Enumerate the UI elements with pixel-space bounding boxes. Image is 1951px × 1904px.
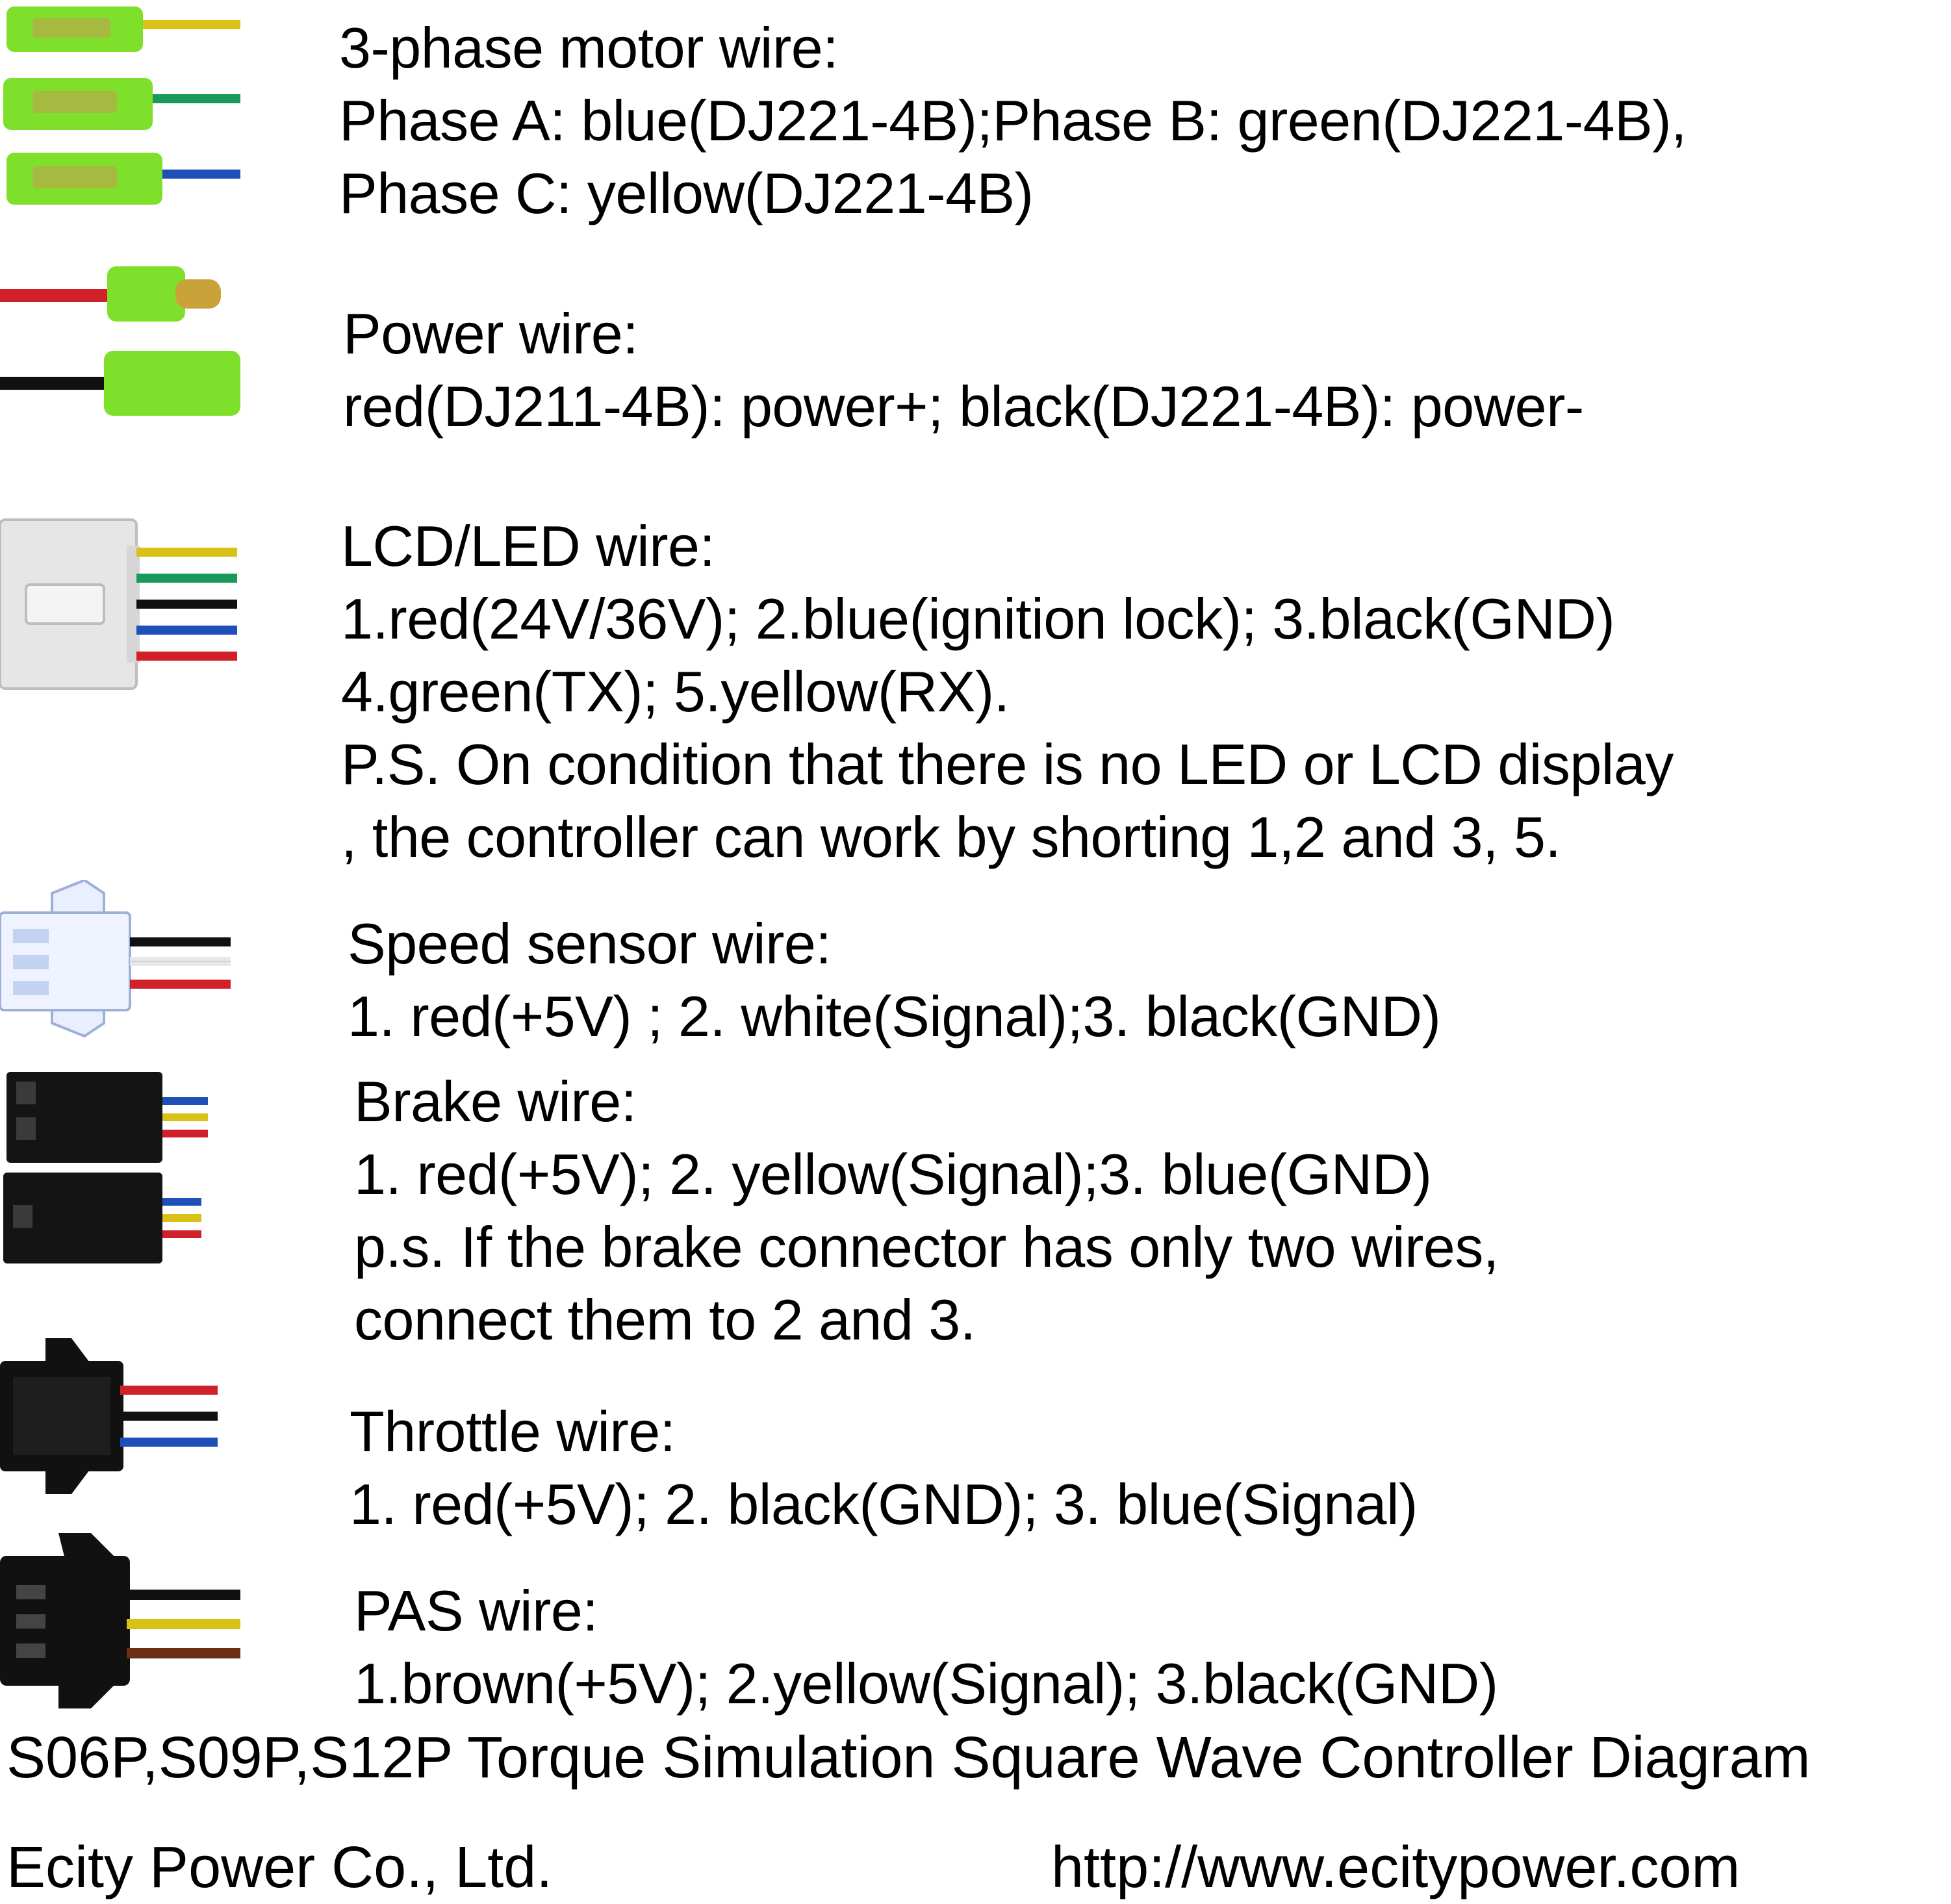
diagram-title: S06P,S09P,S12P Torque Simulation Square … — [6, 1725, 1811, 1790]
brake-wire-line: 1. red(+5V); 2. yellow(Signal);3. blue(G… — [354, 1142, 1432, 1206]
throttle-wire-line: 1. red(+5V); 2. black(GND); 3. blue(Sign… — [350, 1472, 1418, 1536]
speed-sensor-wire-heading: Speed sensor wire: — [348, 911, 832, 976]
motor-wire-line: Phase C: yellow(DJ221-4B) — [339, 161, 1034, 225]
pas-connector-icon — [0, 1533, 240, 1708]
motor-wire-line: Phase A: blue(DJ221-4B);Phase B: green(D… — [339, 88, 1687, 153]
lcd-led-wire-line: 4.green(TX); 5.yellow(RX). — [341, 659, 1010, 724]
power-wire-text: Power wire: red(DJ211-4B): power+; black… — [343, 298, 1584, 443]
throttle-connector-icon — [0, 1338, 218, 1494]
brake-wire-heading: Brake wire: — [354, 1069, 637, 1134]
motor-wire-heading: 3-phase motor wire: — [339, 16, 839, 80]
section-throttle-wire: Throttle wire: 1. red(+5V); 2. black(GND… — [0, 1338, 1951, 1536]
speed-sensor-wire-line: 1. red(+5V) ; 2. white(Signal);3. black(… — [348, 984, 1441, 1048]
pas-wire-line: 1.brown(+5V); 2.yellow(Signal); 3.black(… — [354, 1651, 1498, 1716]
power-wire-line: red(DJ211-4B): power+; black(DJ221-4B): … — [343, 374, 1584, 438]
lcd-led-wire-heading: LCD/LED wire: — [341, 514, 715, 578]
section-speed-sensor-wire: Speed sensor wire: 1. red(+5V) ; 2. whit… — [0, 880, 1951, 1049]
power-wire-heading: Power wire: — [343, 301, 639, 366]
lcd-led-connector-icon — [0, 518, 237, 690]
section-pas-wire: PAS wire: 1.brown(+5V); 2.yellow(Signal)… — [0, 1533, 1951, 1728]
brake-wire-note: connect them to 2 and 3. — [354, 1288, 976, 1352]
section-brake-wire: Brake wire: 1. red(+5V); 2. yellow(Signa… — [0, 1065, 1951, 1352]
lcd-led-wire-line: 1.red(24V/36V); 2.blue(ignition lock); 3… — [341, 587, 1615, 651]
lcd-led-wire-note: P.S. On condition that there is no LED o… — [341, 732, 1674, 796]
speed-sensor-connector-icon — [0, 880, 231, 1038]
throttle-wire-text: Throttle wire: 1. red(+5V); 2. black(GND… — [350, 1395, 1418, 1541]
company-url: http://www.ecitypower.com — [1051, 1835, 1741, 1900]
brake-wire-text: Brake wire: 1. red(+5V); 2. yellow(Signa… — [354, 1065, 1499, 1356]
pas-wire-text: PAS wire: 1.brown(+5V); 2.yellow(Signal)… — [354, 1575, 1498, 1720]
company-name: Ecity Power Co., Ltd. — [6, 1835, 553, 1900]
speed-sensor-wire-text: Speed sensor wire: 1. red(+5V) ; 2. whit… — [348, 908, 1441, 1053]
power-wire-connectors-icon — [0, 266, 240, 416]
pas-wire-heading: PAS wire: — [354, 1579, 598, 1643]
lcd-led-wire-note: , the controller can work by shorting 1,… — [341, 805, 1561, 869]
section-lcd-led-wire: LCD/LED wire: 1.red(24V/36V); 2.blue(ign… — [0, 507, 1951, 870]
lcd-led-wire-text: LCD/LED wire: 1.red(24V/36V); 2.blue(ign… — [341, 510, 1674, 874]
brake-connectors-icon — [3, 1072, 208, 1263]
brake-wire-note: p.s. If the brake connector has only two… — [354, 1215, 1499, 1279]
throttle-wire-heading: Throttle wire: — [350, 1399, 676, 1464]
motor-wire-text: 3-phase motor wire: Phase A: blue(DJ221-… — [339, 12, 1687, 230]
section-power-wire: Power wire: red(DJ211-4B): power+; black… — [0, 253, 1951, 448]
section-motor-wire: 3-phase motor wire: Phase A: blue(DJ221-… — [0, 0, 1951, 247]
motor-wire-connectors-icon — [3, 6, 240, 205]
